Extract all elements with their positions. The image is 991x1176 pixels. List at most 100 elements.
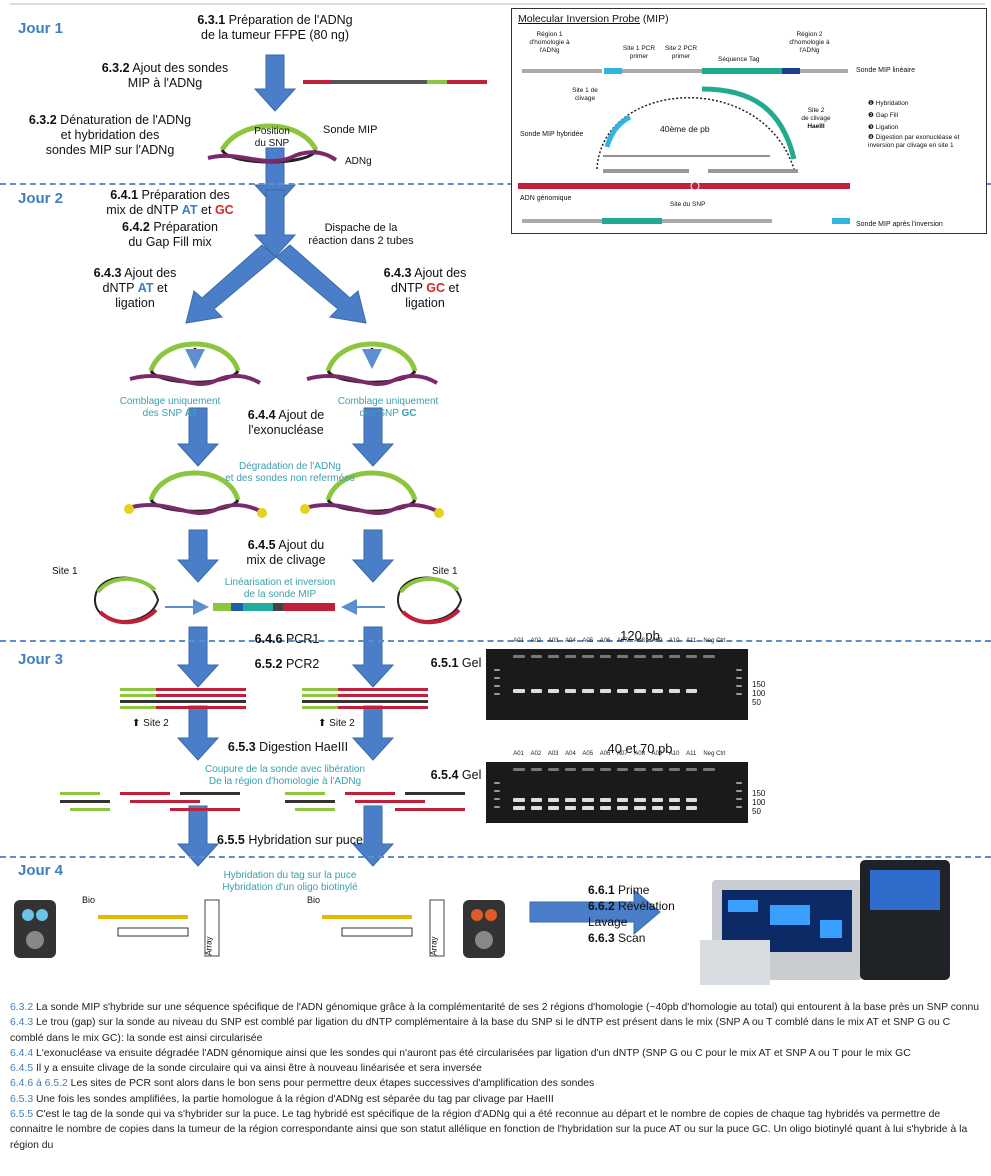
small-linear-probe — [303, 80, 487, 84]
legend-notes: 6.3.2 La sonde MIP s'hybride sur une séq… — [10, 1000, 985, 1153]
gel-well — [530, 655, 542, 658]
gel-ladder-band — [494, 677, 500, 679]
gel-band — [547, 798, 560, 802]
arrow-to-scanner — [529, 888, 661, 936]
digested-fragments — [60, 792, 465, 811]
step-652: 6.5.2 PCR2 — [254, 657, 320, 671]
note-645: 6.4.5 Il y a ensuite clivage de la sonde… — [10, 1063, 482, 1075]
linearised-probe — [213, 603, 335, 611]
gel-band — [634, 689, 646, 693]
cleavage-circles — [94, 576, 463, 625]
gel-band — [617, 798, 629, 802]
day3-label: Jour 3 — [18, 651, 64, 668]
mip-schematic — [518, 68, 850, 224]
gel-well — [686, 768, 698, 771]
gel-band — [634, 806, 646, 810]
hybridized-probe-graphic — [207, 123, 338, 164]
mip-genomic-label: ADN génomique — [520, 195, 572, 202]
gel-well — [530, 768, 542, 771]
gel-lane-label: A11 — [686, 638, 697, 644]
gel-band — [513, 689, 525, 693]
day1-label: Jour 1 — [18, 20, 64, 37]
pcr-products — [120, 688, 428, 709]
gel-band — [565, 689, 577, 693]
scanner-image — [700, 860, 950, 985]
gel-lane-label: A04 — [565, 638, 576, 644]
gel-band — [582, 798, 594, 802]
gel-band — [668, 798, 681, 802]
gel-well — [582, 768, 594, 771]
gel-lane-label: A01 — [513, 751, 524, 757]
gel-lane-label: A09 — [651, 751, 663, 757]
step-651: 6.5.1 Gel — [430, 656, 482, 670]
gel-well — [547, 655, 560, 658]
mip-r1: Région 1 d'homologie à l'ADNg — [529, 31, 570, 54]
mip-site1-pcr: Site 1 PCR primer — [622, 45, 656, 60]
gel-well — [651, 768, 663, 771]
arrow-r5 — [351, 805, 395, 867]
gel-ladder-band — [494, 685, 500, 687]
gel-well — [651, 655, 663, 658]
gel-band — [599, 798, 611, 802]
divider-day3 — [0, 640, 991, 642]
arrow-r3 — [351, 626, 395, 688]
gel-band — [668, 806, 681, 810]
gel-band — [668, 689, 681, 693]
gel-well — [599, 768, 611, 771]
gel-lane-label: A02 — [530, 638, 542, 644]
gel-well — [634, 655, 646, 658]
gel-lane-label: A03 — [547, 638, 559, 644]
mip-legend: ❶ Hybridation ❷ Gap Fill ❸ Ligation ❹ Di… — [868, 100, 960, 149]
divider-day2 — [0, 183, 991, 185]
gel-well — [686, 655, 698, 658]
gel-band — [617, 689, 629, 693]
gel-band — [513, 798, 525, 802]
note-644: 6.4.4 L'exonucléase va ensuite dégradée … — [10, 1047, 911, 1059]
gel-lane-label: A08 — [634, 751, 645, 757]
gel-well — [513, 655, 525, 658]
gel-band — [513, 806, 525, 810]
gel-ladder-band — [736, 677, 742, 679]
divider-day4 — [0, 856, 991, 858]
mip-hybrid-label: Sonde MIP hybridée — [520, 131, 584, 138]
gel-band — [651, 798, 663, 802]
gel-ladder-band — [494, 782, 500, 784]
gel-well — [547, 768, 560, 771]
gel-lane-label: A09 — [651, 638, 663, 644]
arrow-l3 — [176, 626, 220, 688]
gel-lane-label: A05 — [582, 751, 594, 757]
gel-lane-label: A04 — [565, 751, 576, 757]
sonde-mip-label: Sonde MIP — [323, 124, 378, 136]
gel-well — [634, 768, 646, 771]
step-655: 6.5.5 Hybridation sur puce — [217, 833, 363, 847]
site1-left-label: Site 1 — [52, 566, 78, 577]
gel-well — [565, 655, 577, 658]
step-654: 6.5.4 Gel — [430, 768, 482, 782]
gel-ladder-band — [494, 790, 500, 792]
gel-well — [703, 655, 715, 658]
gel-ladder-band — [736, 782, 742, 784]
site2-left-label: ⬆ Site 2 — [132, 718, 169, 729]
mip-title: Molecular Inversion Probe (MIP) — [518, 13, 669, 25]
gel-band — [686, 798, 698, 802]
gel-band — [565, 806, 577, 810]
arrow-l5 — [176, 805, 220, 867]
gel-band — [530, 798, 542, 802]
mip-after-label: Sonde MIP après l'inversion — [856, 221, 943, 228]
gel-band — [565, 798, 577, 802]
arrow-split-top — [253, 189, 297, 258]
gel-lane-label: A02 — [530, 751, 542, 757]
mip-span-label: 40ème de pb — [660, 124, 710, 134]
